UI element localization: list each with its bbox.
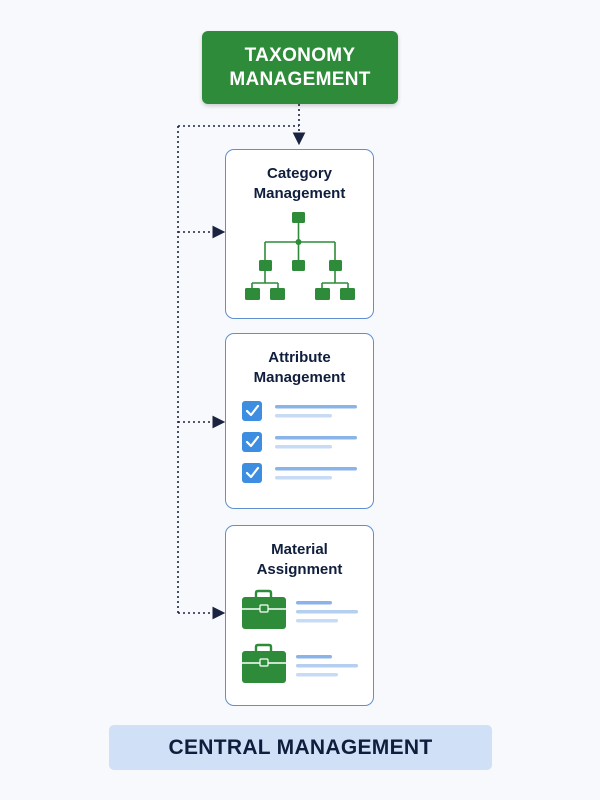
taxonomy-management-box: TAXONOMY MANAGEMENT (202, 31, 398, 104)
card-title-line-2: Management (253, 369, 346, 386)
checklist-row (241, 431, 357, 452)
card-title-line-2: Assignment (256, 561, 343, 578)
card-title-line-1: Attribute (268, 349, 331, 366)
card-title: Attribute Management (226, 348, 373, 388)
central-management-label: CENTRAL MANAGEMENT (168, 735, 433, 759)
card-title: Material Assignment (226, 540, 373, 580)
category-management-card: Category Management (225, 149, 374, 319)
card-title-line-2: Management (253, 185, 346, 202)
card-title: Category Management (226, 164, 373, 204)
briefcase-row (241, 643, 358, 683)
material-assignment-card: Material Assignment (225, 525, 374, 706)
title-line-1: TAXONOMY (244, 44, 356, 66)
hierarchy-icon (244, 211, 355, 300)
checklist-row (241, 462, 357, 483)
attribute-management-card: Attribute Management (225, 333, 374, 509)
checklist-icon (241, 400, 357, 483)
title-line-2: MANAGEMENT (229, 68, 371, 90)
central-management-bar: CENTRAL MANAGEMENT (109, 725, 492, 770)
checklist-row (241, 400, 357, 421)
briefcase-icon (241, 589, 358, 683)
card-title-line-1: Material (271, 541, 328, 558)
card-title-line-1: Category (266, 165, 333, 182)
briefcase-row (241, 589, 358, 629)
